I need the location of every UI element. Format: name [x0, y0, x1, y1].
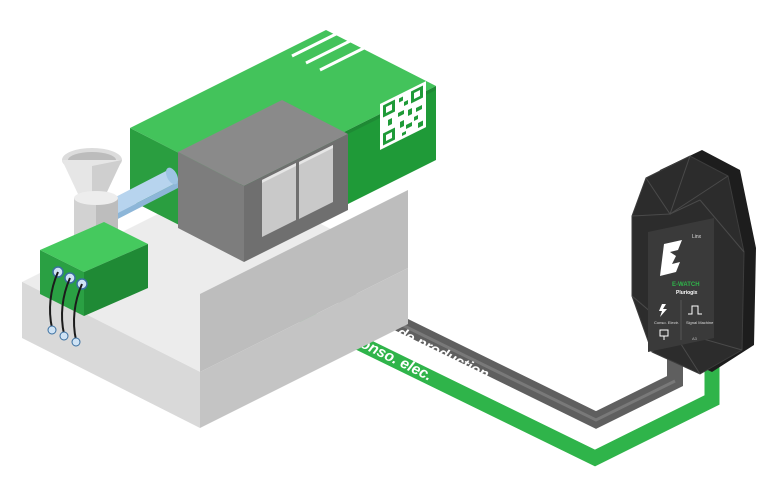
device-brand-top: Linx [692, 234, 702, 240]
device-brand: E-WATCH [672, 282, 700, 288]
device-id-mark: A3 [692, 336, 698, 341]
left-caption: Conso. Electr. [654, 320, 679, 325]
monitoring-device: Linx E-WATCH Pluriogix Conso. Electr. Si… [632, 150, 756, 374]
device-product: Pluriogix [676, 290, 698, 296]
right-caption: Signal Machine [686, 320, 714, 325]
hopper [62, 148, 122, 238]
